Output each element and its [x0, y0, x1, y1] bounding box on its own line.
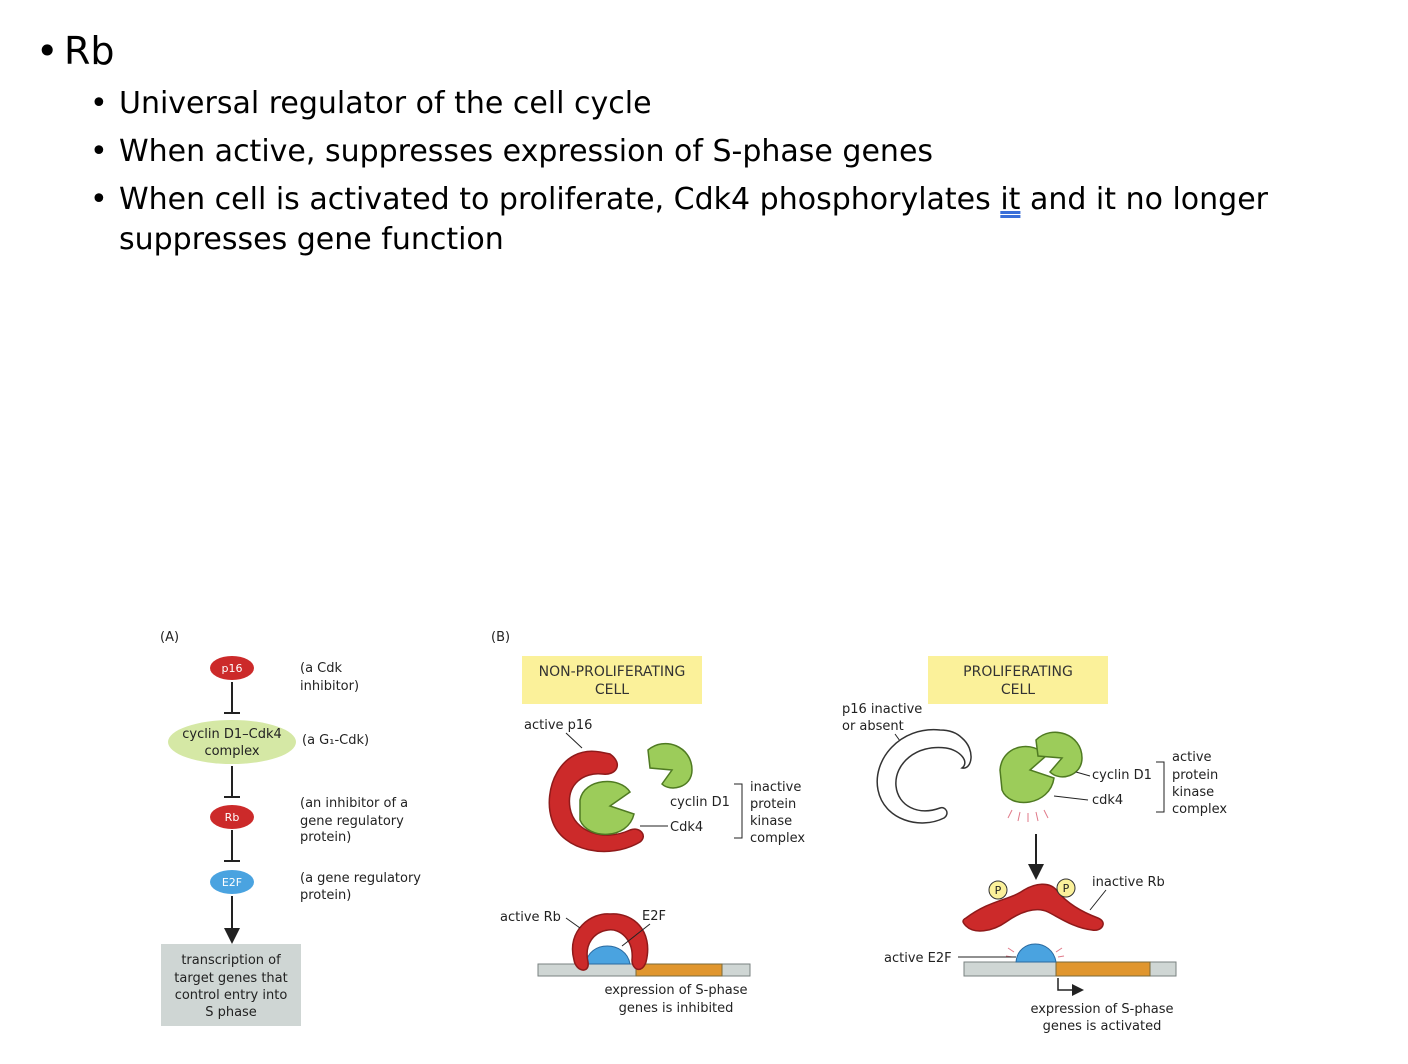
cyclin-d1-protein [647, 742, 693, 789]
inactive-rb-label: inactive Rb [1092, 875, 1165, 890]
inhibited-1: expression of S-phase [604, 983, 747, 998]
inactive-p16-protein [876, 729, 972, 824]
e2f-b-label: E2F [642, 909, 666, 924]
active-3: kinase [1172, 785, 1214, 800]
activated-1: expression of S-phase [1030, 1002, 1173, 1017]
e2f-note-1: (a gene regulatory [300, 871, 421, 886]
active-1: active [1172, 750, 1212, 765]
rb-node [210, 805, 254, 829]
panel-b-label: (B) [491, 630, 510, 645]
nonprolif-title-1: NON-PROLIFERATING [539, 664, 686, 680]
cyclin-label-2: complex [204, 744, 259, 759]
rb-note-2: gene regulatory [300, 814, 404, 829]
active-rb-label: active Rb [500, 910, 561, 925]
bullet-dot: • [36, 29, 59, 73]
transcription-arrow [1057, 978, 1084, 996]
inactive-2: protein [750, 797, 796, 812]
inactive-3: kinase [750, 814, 792, 829]
active-e2f-label: active E2F [884, 951, 952, 966]
s-phase-gene [635, 963, 723, 977]
inhibited-2: genes is inhibited [619, 1001, 734, 1016]
p16-note-2: inhibitor) [300, 679, 359, 694]
p16-inactive-1: p16 inactive [842, 702, 922, 717]
underlined-word: it [1000, 182, 1021, 217]
bullet-text: When cell is activated to proliferate, C… [119, 182, 1269, 257]
bullet-item: • When cell is activated to proliferate,… [90, 180, 1359, 260]
bracket [734, 783, 743, 839]
e2f-note-2: protein) [300, 888, 351, 903]
nonprolif-header [522, 656, 702, 704]
p16-note-1: (a Cdk [300, 661, 342, 676]
callout-line [621, 923, 651, 947]
box-line-3: control entry into [175, 988, 288, 1003]
heading-rb: Rb [64, 29, 115, 73]
cdk4-r-label: cdk4 [1092, 793, 1123, 808]
e2f-label: E2F [222, 876, 242, 889]
callout-line [1075, 771, 1091, 777]
rb-label: Rb [225, 811, 240, 824]
bullet-dot: • [90, 134, 108, 169]
inactive-rb-protein [962, 883, 1104, 932]
bullet-text: Universal regulator of the cell cycle [119, 86, 652, 121]
cdk4-protein [579, 780, 635, 835]
rb-note-1: (an inhibitor of a [300, 796, 408, 811]
cyclin-d1-cdk4-node [168, 720, 296, 764]
cyclin-d1-r-label: cyclin D1 [1092, 768, 1152, 783]
s-phase-gene [1055, 961, 1151, 977]
bracket [1156, 761, 1165, 813]
transcription-box [161, 944, 301, 1026]
activated-2: genes is activated [1043, 1019, 1162, 1034]
e2f-protein [585, 945, 631, 965]
callout-line [565, 732, 583, 749]
phosphate-label: P [995, 884, 1002, 897]
bullet-text: When active, suppresses expression of S-… [119, 134, 934, 169]
box-line-4: S phase [205, 1005, 257, 1020]
inactive-1: inactive [750, 780, 801, 795]
e2f-node [210, 870, 254, 894]
box-line-2: target genes that [174, 971, 287, 986]
activity-rays [1007, 809, 1049, 822]
active-2: protein [1172, 768, 1218, 783]
prolif-title-1: PROLIFERATING [963, 664, 1073, 680]
active-rb-protein [571, 913, 649, 971]
cdk4-active-protein [999, 745, 1055, 804]
p16-label: p16 [222, 662, 243, 675]
cdk4-label: Cdk4 [670, 820, 703, 835]
bullet-dot: • [90, 86, 108, 121]
active-4: complex [1172, 802, 1227, 817]
bullet-dot: • [90, 182, 108, 217]
p16-protein [548, 750, 644, 853]
phosphate-icon [1056, 878, 1076, 898]
cyclin-note: (a G₁-Cdk) [302, 733, 369, 748]
active-e2f-protein [1015, 943, 1057, 963]
phosphate-label: P [1063, 882, 1070, 895]
box-line-1: transcription of [181, 953, 281, 968]
active-p16-label: active p16 [524, 718, 592, 733]
callout-line [1053, 795, 1089, 801]
callout-line [1089, 889, 1107, 911]
panel-a-label: (A) [160, 630, 179, 645]
prolif-header [928, 656, 1108, 704]
bullet-item: • When active, suppresses expression of … [90, 132, 1359, 172]
phosphate-icon [988, 880, 1008, 900]
callout-line [565, 917, 581, 929]
p16-inactive-2: or absent [842, 719, 904, 734]
rb-note-3: protein) [300, 830, 351, 845]
cyclin-label-1: cyclin D1–Cdk4 [182, 727, 282, 742]
p16-node [210, 656, 254, 680]
prolif-title-2: CELL [1001, 682, 1035, 698]
nonprolif-title-2: CELL [595, 682, 629, 698]
bullet-item: • Universal regulator of the cell cycle [90, 84, 1359, 124]
inactive-4: complex [750, 831, 805, 846]
cyclin-d1-label: cyclin D1 [670, 795, 730, 810]
heading-bullet: •Rb [36, 28, 115, 74]
cyclin-d1-active-protein [1035, 731, 1083, 778]
